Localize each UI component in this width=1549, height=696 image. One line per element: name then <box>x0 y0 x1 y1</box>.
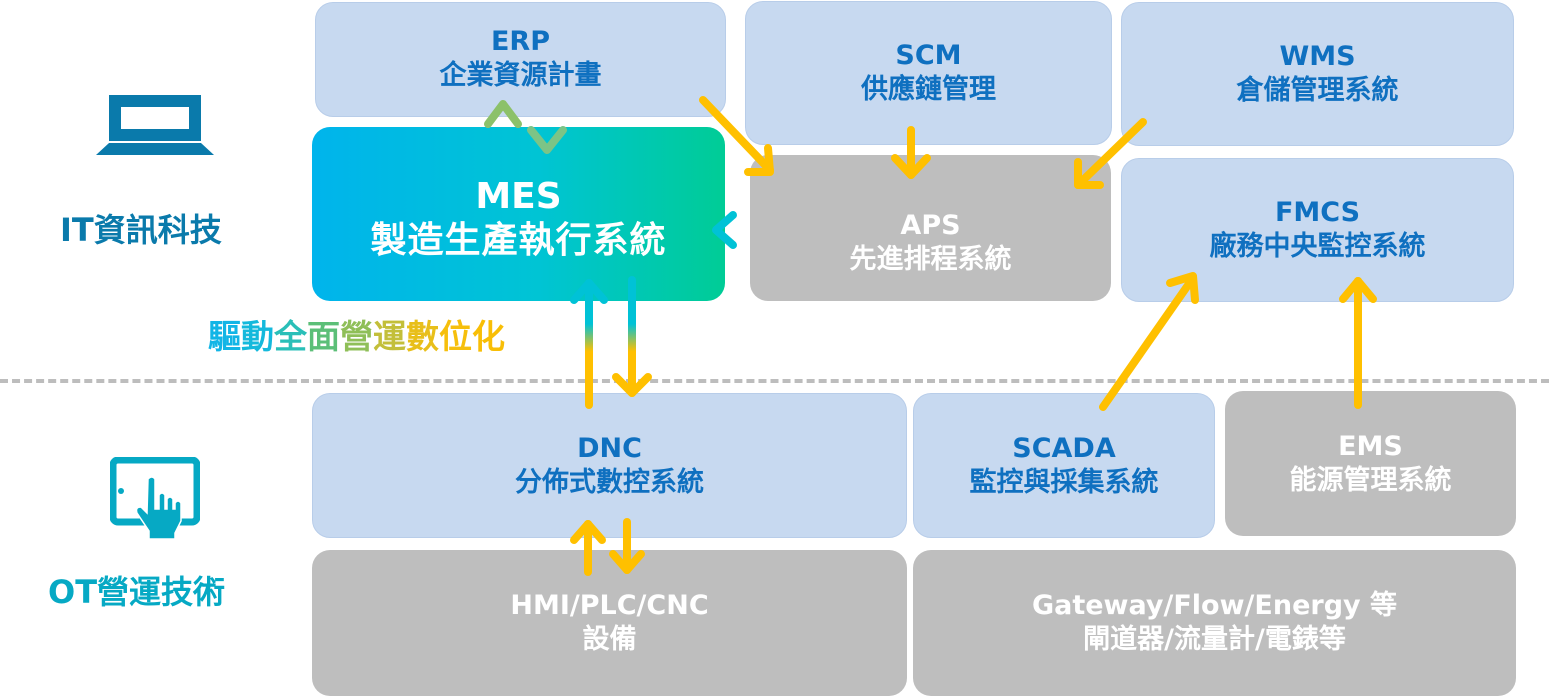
scm-name: 供應鏈管理 <box>861 74 996 105</box>
slogan-char: 動 <box>241 317 274 356</box>
slogan-char: 驅 <box>208 317 241 356</box>
tablet-touch-icon <box>110 457 200 540</box>
gateway-name: 閘道器/流量計/電錶等 <box>1083 624 1346 655</box>
laptop-icon <box>96 95 214 155</box>
it-ot-divider <box>0 379 1549 383</box>
slogan-char: 面 <box>307 317 340 356</box>
wms-name: 倉儲管理系統 <box>1236 75 1399 106</box>
ems-name: 能源管理系統 <box>1289 464 1452 496</box>
fmcs-code: FMCS <box>1274 197 1361 228</box>
fmcs-name: 廠務中央監控系統 <box>1209 231 1426 262</box>
slogan-char: 位 <box>439 317 472 356</box>
scm-box[interactable]: SCM 供應鏈管理 <box>745 1 1112 145</box>
scada-name: 監控與採集系統 <box>969 466 1159 498</box>
dnc-code: DNC <box>577 432 642 464</box>
wms-code: WMS <box>1279 41 1356 72</box>
slogan-char: 化 <box>472 317 505 356</box>
ot-section-label: OT營運技術 <box>48 573 226 611</box>
fmcs-box[interactable]: FMCS 廠務中央監控系統 <box>1121 158 1514 302</box>
mes-name: 製造生產執行系統 <box>370 220 667 261</box>
aps-box[interactable]: APS 先進排程系統 <box>750 155 1111 301</box>
ems-box[interactable]: EMS 能源管理系統 <box>1225 391 1516 536</box>
hmi-code: HMI/PLC/CNC <box>510 590 709 621</box>
erp-box[interactable]: ERP 企業資源計畫 <box>315 2 726 117</box>
gateway-box[interactable]: Gateway/Flow/Energy 等 閘道器/流量計/電錶等 <box>913 550 1516 696</box>
scada-code: SCADA <box>1012 432 1116 464</box>
erp-code: ERP <box>490 26 551 57</box>
hmi-name: 設備 <box>582 624 637 655</box>
arrow-dnc-to-mes <box>570 279 608 409</box>
erp-name: 企業資源計畫 <box>439 60 602 91</box>
slogan-char: 營 <box>340 317 373 356</box>
dnc-box[interactable]: DNC 分佈式數控系統 <box>312 393 907 538</box>
hmi-box[interactable]: HMI/PLC/CNC 設備 <box>312 550 907 696</box>
slogan: 驅動全面營運數位化 <box>208 310 505 358</box>
aps-code: APS <box>900 210 961 241</box>
slogan-char: 數 <box>406 317 439 356</box>
gateway-code: Gateway/Flow/Energy 等 <box>1031 590 1398 621</box>
scm-code: SCM <box>895 40 962 71</box>
mes-code: MES <box>475 176 562 217</box>
aps-name: 先進排程系統 <box>849 244 1012 275</box>
scada-box[interactable]: SCADA 監控與採集系統 <box>913 393 1215 538</box>
ems-code: EMS <box>1338 430 1403 462</box>
it-section-label: IT資訊科技 <box>60 211 222 249</box>
wms-box[interactable]: WMS 倉儲管理系統 <box>1121 2 1514 146</box>
slogan-char: 運 <box>373 317 406 356</box>
dnc-name: 分佈式數控系統 <box>515 466 704 498</box>
slogan-char: 全 <box>274 317 307 356</box>
mes-box[interactable]: MES 製造生產執行系統 <box>312 127 725 301</box>
